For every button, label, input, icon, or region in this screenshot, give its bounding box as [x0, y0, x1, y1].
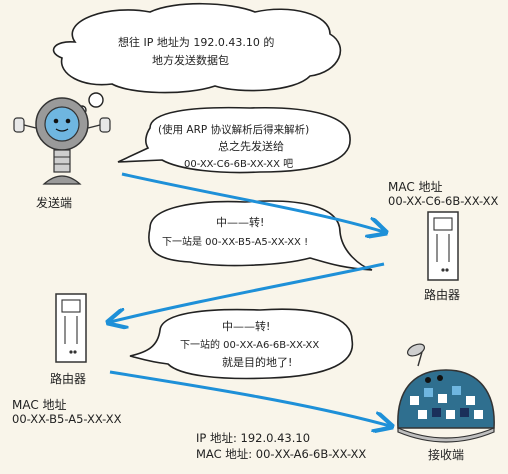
receiver-ip: IP 地址: 192.0.43.10 — [196, 431, 311, 445]
route-arrows — [109, 172, 390, 426]
relay1-line2: 下一站是 00-XX-B5-A5-XX-XX ! — [162, 237, 309, 248]
arrow-router-to-router — [110, 262, 385, 322]
relay1-line1: 中——转! — [216, 216, 265, 229]
receiver-label: 接收端 — [428, 448, 465, 462]
relay2-line2: 下一站的 00-XX-A6-6B-XX-XX — [180, 340, 320, 351]
arp-bubble-line1: (使用 ARP 协议解析后得来解析) — [158, 124, 310, 136]
relay-bubble-1 — [148, 200, 373, 271]
relay2-line3: 就是目的地了! — [222, 356, 293, 369]
top-thought-bubble — [52, 2, 342, 115]
router-left-icon — [55, 293, 87, 363]
relay-bubble-2 — [129, 308, 354, 380]
arrow-sender-to-router — [121, 172, 384, 232]
receiver-mac: MAC 地址: 00-XX-A6-6B-XX-XX — [196, 447, 367, 461]
top-bubble-line2: 地方发送数据包 — [152, 54, 229, 67]
sender-robot-icon — [13, 97, 111, 185]
arrow-router-to-receiver — [109, 370, 390, 426]
router-left-mac-value: 00-XX-B5-A5-XX-XX — [12, 412, 122, 426]
router-left-label: 路由器 — [50, 372, 87, 386]
relay2-line1: 中——转! — [222, 320, 271, 333]
router-right-mac-title: MAC 地址 — [388, 180, 443, 194]
arp-bubble-line2: 总之先发送给 — [218, 140, 284, 153]
sender-label: 发送端 — [36, 196, 73, 210]
arp-speech-bubble — [117, 106, 351, 174]
router-right-label: 路由器 — [424, 288, 461, 302]
top-bubble-line1: 想往 IP 地址为 192.0.43.10 的 — [118, 36, 275, 49]
router-right-mac-value: 00-XX-C6-6B-XX-XX — [388, 194, 499, 208]
arp-bubble-line3: 00-XX-C6-6B-XX-XX 吧 — [184, 159, 294, 170]
router-right-icon — [427, 211, 459, 281]
router-left-mac-title: MAC 地址 — [12, 398, 67, 412]
receiver-robot-icon — [397, 343, 495, 443]
